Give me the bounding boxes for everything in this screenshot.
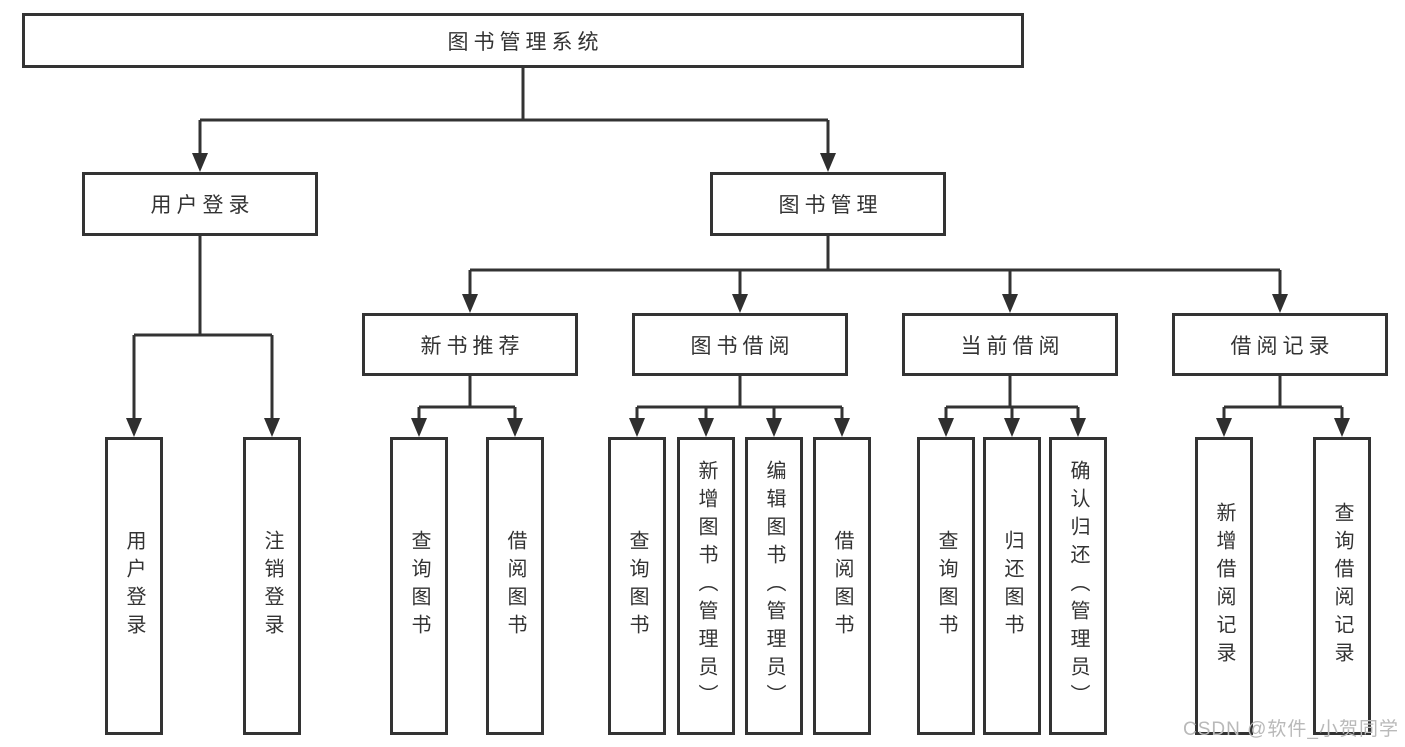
node-label: 新增图书（管理员） — [695, 460, 717, 712]
node-label: 图书借阅 — [690, 334, 795, 358]
node-label: 新书推荐 — [420, 334, 525, 358]
node-library-management-system: 图书管理系统 — [22, 13, 1024, 68]
node-label: 查询借阅记录 — [1331, 502, 1353, 670]
node-book-borrowing: 图书借阅 — [632, 313, 848, 376]
node-label: 查询图书 — [935, 530, 957, 642]
node-label: 新增借阅记录 — [1213, 502, 1235, 670]
node-label: 借阅图书 — [504, 530, 526, 642]
node-borrowing-record: 借阅记录 — [1172, 313, 1388, 376]
leaf-query-borrow-record: 查询借阅记录 — [1313, 437, 1371, 735]
node-new-book-recommendation: 新书推荐 — [362, 313, 578, 376]
node-label: 图书管理 — [778, 194, 883, 217]
node-label: 查询图书 — [408, 530, 430, 642]
node-label: 注销登录 — [261, 530, 283, 642]
node-label: 确认归还（管理员） — [1067, 460, 1089, 712]
leaf-confirm-return-admin: 确认归还（管理员） — [1049, 437, 1107, 735]
node-current-borrowing: 当前借阅 — [902, 313, 1118, 376]
leaf-return-books: 归还图书 — [983, 437, 1041, 735]
node-label: 归还图书 — [1001, 530, 1023, 642]
leaf-user-login: 用户登录 — [105, 437, 163, 735]
node-label: 图书管理系统 — [447, 30, 604, 54]
node-book-management: 图书管理 — [710, 172, 946, 236]
node-label: 编辑图书（管理员） — [763, 460, 785, 712]
node-label: 查询图书 — [626, 530, 648, 642]
arrowhead-icons — [126, 153, 1350, 437]
node-label: 借阅图书 — [831, 530, 853, 642]
leaf-borrow-books-recommend: 借阅图书 — [486, 437, 544, 735]
leaf-edit-books-admin: 编辑图书（管理员） — [745, 437, 803, 735]
leaf-add-borrow-record: 新增借阅记录 — [1195, 437, 1253, 735]
csdn-watermark: CSDN @软件_小贺同学 — [1183, 719, 1399, 740]
node-label: 用户登录 — [150, 194, 255, 217]
node-label: 借阅记录 — [1230, 334, 1335, 358]
leaf-query-books-borrowing: 查询图书 — [608, 437, 666, 735]
leaf-add-books-admin: 新增图书（管理员） — [677, 437, 735, 735]
leaf-logout-login: 注销登录 — [243, 437, 301, 735]
node-label: 当前借阅 — [960, 334, 1065, 358]
node-user-login: 用户登录 — [82, 172, 318, 236]
leaf-query-books-recommend: 查询图书 — [390, 437, 448, 735]
leaf-query-books-current: 查询图书 — [917, 437, 975, 735]
node-label: 用户登录 — [123, 530, 145, 642]
leaf-borrow-books-borrowing: 借阅图书 — [813, 437, 871, 735]
